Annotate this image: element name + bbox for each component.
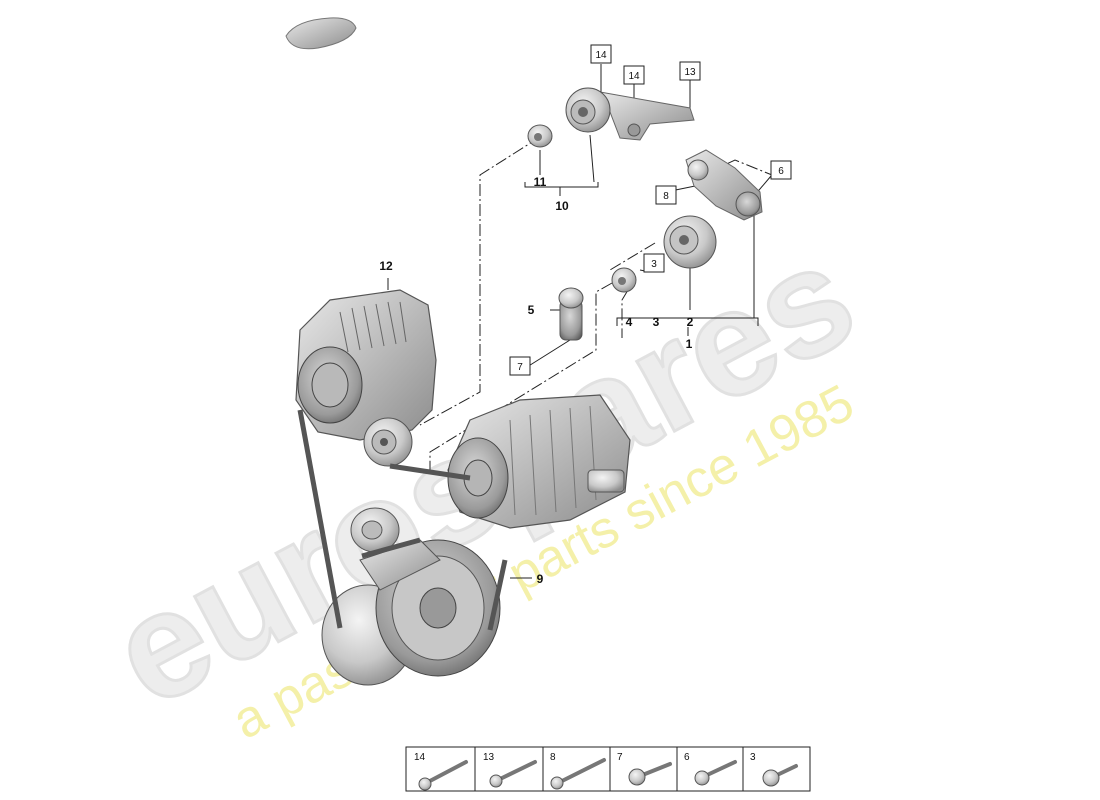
part-number-labels: 11 10 12 5 4 3 2 1 9 [379, 175, 693, 586]
label-5: 5 [528, 303, 535, 317]
label-4: 4 [626, 315, 633, 329]
label-1: 1 [686, 337, 693, 351]
bolt-7-icon [628, 762, 672, 786]
bolt-cell-13: 13 [483, 752, 537, 788]
bolt-cell-8: 8 [550, 752, 606, 790]
label-10: 10 [555, 199, 569, 213]
crankshaft-pulley [321, 507, 501, 686]
bolt-14-icon [418, 760, 468, 791]
svg-text:6: 6 [684, 752, 690, 763]
bolt-cell-7: 7 [617, 752, 672, 786]
callout-box-14-mid: 14 [623, 65, 645, 85]
svg-text:3: 3 [750, 752, 756, 763]
belt-tensioner [685, 149, 763, 221]
callout-box-13: 13 [679, 61, 701, 81]
svg-text:3: 3 [651, 259, 657, 270]
svg-text:13: 13 [684, 67, 696, 78]
svg-text:14: 14 [414, 752, 426, 763]
poly-v-belt [297, 409, 508, 631]
bolt-cell-14: 14 [414, 752, 468, 791]
bolt-cell-3: 3 [750, 752, 798, 787]
callout-boxes: 14 14 13 8 6 3 7 [509, 44, 792, 376]
svg-text:8: 8 [550, 752, 556, 763]
callout-box-8: 8 [655, 185, 677, 205]
svg-text:14: 14 [595, 50, 607, 61]
svg-text:8: 8 [663, 191, 669, 202]
bolt-cell-6: 6 [684, 752, 737, 786]
damper-5 [558, 287, 584, 341]
callout-box-6: 6 [770, 160, 792, 180]
bolt-table: 14 13 8 7 [405, 746, 811, 792]
bolt-3-icon [762, 764, 798, 787]
svg-text:7: 7 [517, 362, 523, 373]
label-3: 3 [653, 315, 660, 329]
bolt-8-icon [550, 758, 606, 790]
washer-11 [527, 124, 553, 148]
callout-box-7: 7 [509, 356, 531, 376]
alternator [295, 289, 437, 467]
label-11: 11 [534, 175, 547, 189]
engine-cover-cap [285, 17, 357, 50]
label-12: 12 [379, 259, 393, 273]
svg-text:13: 13 [483, 752, 495, 763]
label-9: 9 [537, 572, 544, 586]
svg-text:6: 6 [778, 166, 784, 177]
callout-box-3: 3 [643, 253, 665, 273]
idler-pulley-2 [663, 215, 717, 269]
callout-box-14-top: 14 [590, 44, 612, 64]
bolt-6-icon [694, 760, 737, 786]
idler-bracket-upper [565, 87, 695, 141]
bolt-13-icon [489, 760, 537, 788]
svg-text:7: 7 [617, 752, 623, 763]
washer-4 [611, 267, 637, 293]
ac-compressor [447, 394, 631, 529]
label-2: 2 [687, 315, 694, 329]
svg-text:14: 14 [628, 71, 640, 82]
